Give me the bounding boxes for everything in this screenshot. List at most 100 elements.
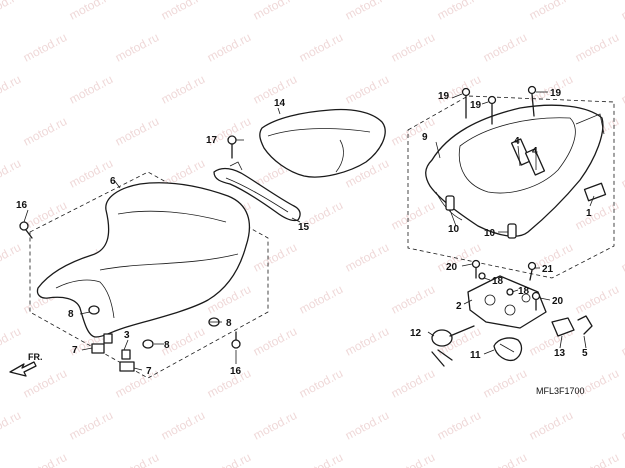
- watermark-text: motod.ru: [21, 114, 69, 149]
- watermark-text: motod.ru: [389, 366, 437, 401]
- watermark-text: motod.ru: [67, 72, 115, 107]
- watermark-text: motod.ru: [435, 0, 483, 23]
- watermark-text: motod.ru: [159, 408, 207, 443]
- watermark-text: motod.ru: [0, 240, 23, 275]
- watermark-text: motod.ru: [619, 156, 625, 191]
- pillion-seat: [259, 108, 386, 178]
- watermark-text: motod.ru: [389, 282, 437, 317]
- callout-8-left: 8: [68, 309, 74, 320]
- watermark-text: motod.ru: [619, 0, 625, 23]
- watermark-text: motod.ru: [343, 240, 391, 275]
- watermark-text: motod.ru: [159, 0, 207, 23]
- watermark-text: motod.ru: [573, 282, 621, 317]
- watermark-text: motod.ru: [343, 324, 391, 359]
- callout-8-bottom: 8: [164, 340, 170, 351]
- watermark-text: motod.ru: [297, 450, 345, 468]
- callout-20-right: 20: [552, 296, 564, 307]
- watermark-text: motod.ru: [251, 408, 299, 443]
- watermark-text: motod.ru: [481, 366, 529, 401]
- seat-cowl: [407, 95, 615, 279]
- watermark-text: motod.ru: [113, 450, 161, 468]
- watermark-text: motod.ru: [435, 408, 483, 443]
- clip-13: [551, 317, 575, 337]
- front-direction-label: FR.: [28, 352, 43, 362]
- callout-16-top: 16: [16, 200, 28, 211]
- callout-8-right: 8: [226, 318, 232, 329]
- watermark-text: motod.ru: [0, 408, 23, 443]
- watermark-text: motod.ru: [205, 30, 253, 65]
- bolt-21: [527, 261, 537, 281]
- watermark-text: motod.ru: [343, 72, 391, 107]
- bolt-18-a: [478, 272, 486, 280]
- watermark-text: motod.ru: [0, 156, 23, 191]
- watermark-text: motod.ru: [389, 198, 437, 233]
- bolt-19-a: [461, 87, 471, 119]
- diagram-code: MFL3F1700: [536, 386, 585, 396]
- callouts: 6 14 15 17 16 8 8 8 7 7 3 16 9 19 19 19 …: [16, 88, 592, 377]
- bolt-16-bottom: [231, 331, 241, 349]
- callout-4-b: 4: [532, 146, 538, 157]
- watermark-text: motod.ru: [389, 30, 437, 65]
- main-seat: [29, 171, 269, 379]
- callout-1: 1: [586, 208, 592, 219]
- watermark-text: motod.ru: [0, 0, 23, 23]
- watermark-text: motod.ru: [67, 156, 115, 191]
- watermark-text: motod.ru: [251, 324, 299, 359]
- callout-10-left: 10: [448, 224, 460, 235]
- callout-10-right: 10: [484, 228, 496, 239]
- watermark-text: motod.ru: [251, 0, 299, 23]
- watermark-text: motod.ru: [389, 114, 437, 149]
- callout-6: 6: [110, 176, 116, 187]
- callout-16-bottom: 16: [230, 366, 242, 377]
- watermark-text: motod.ru: [113, 30, 161, 65]
- watermark-text: motod.ru: [527, 0, 575, 23]
- callout-18-b: 18: [518, 286, 530, 297]
- watermark-text: motod.ru: [0, 72, 23, 107]
- watermark-text: motod.ru: [619, 408, 625, 443]
- callout-19-a: 19: [438, 91, 450, 102]
- watermark-text: motod.ru: [297, 282, 345, 317]
- watermark-text: motod.ru: [113, 114, 161, 149]
- watermark-text: motod.ru: [205, 450, 253, 468]
- watermark-text: motod.ru: [573, 450, 621, 468]
- watermark-text: motod.ru: [67, 0, 115, 23]
- hook-5: [577, 315, 593, 335]
- watermark-text: motod.ru: [573, 30, 621, 65]
- watermark-text: motod.ru: [481, 30, 529, 65]
- bolt-20-b: [531, 291, 541, 311]
- bolt-19-b: [487, 95, 497, 125]
- callout-7-left: 7: [72, 345, 78, 356]
- watermark-text: motod.ru: [619, 240, 625, 275]
- watermark-text: motod.ru: [297, 30, 345, 65]
- callout-12: 12: [410, 328, 422, 339]
- lock-cable: [493, 337, 523, 362]
- callout-13: 13: [554, 348, 566, 359]
- callout-4-a: 4: [514, 136, 520, 147]
- watermark-text: motod.ru: [343, 0, 391, 23]
- watermark-text: motod.ru: [21, 30, 69, 65]
- callout-11: 11: [470, 350, 481, 361]
- watermark-text: motod.ru: [619, 324, 625, 359]
- watermark-text: motod.ru: [159, 72, 207, 107]
- watermark-text: motod.ru: [251, 240, 299, 275]
- watermark-text: motod.ru: [21, 366, 69, 401]
- watermark-text: motod.ru: [343, 408, 391, 443]
- callout-21: 21: [542, 264, 554, 275]
- callout-5: 5: [582, 348, 588, 359]
- callout-14: 14: [274, 98, 286, 109]
- front-direction-arrow: [9, 361, 37, 377]
- leader-lines: [23, 91, 595, 371]
- watermark-text: motod.ru: [619, 72, 625, 107]
- callout-17: 17: [206, 135, 218, 146]
- callout-19-b: 19: [470, 100, 482, 111]
- watermark-text: motod.ru: [67, 408, 115, 443]
- watermark-text: motod.ru: [21, 450, 69, 468]
- seat-bracket: [213, 161, 301, 222]
- callout-19-c: 19: [550, 88, 562, 99]
- callout-20-top: 20: [446, 262, 458, 273]
- seat-lock: [431, 325, 475, 367]
- watermark-text: motod.ru: [481, 450, 529, 468]
- callout-7-bottom: 7: [146, 366, 152, 377]
